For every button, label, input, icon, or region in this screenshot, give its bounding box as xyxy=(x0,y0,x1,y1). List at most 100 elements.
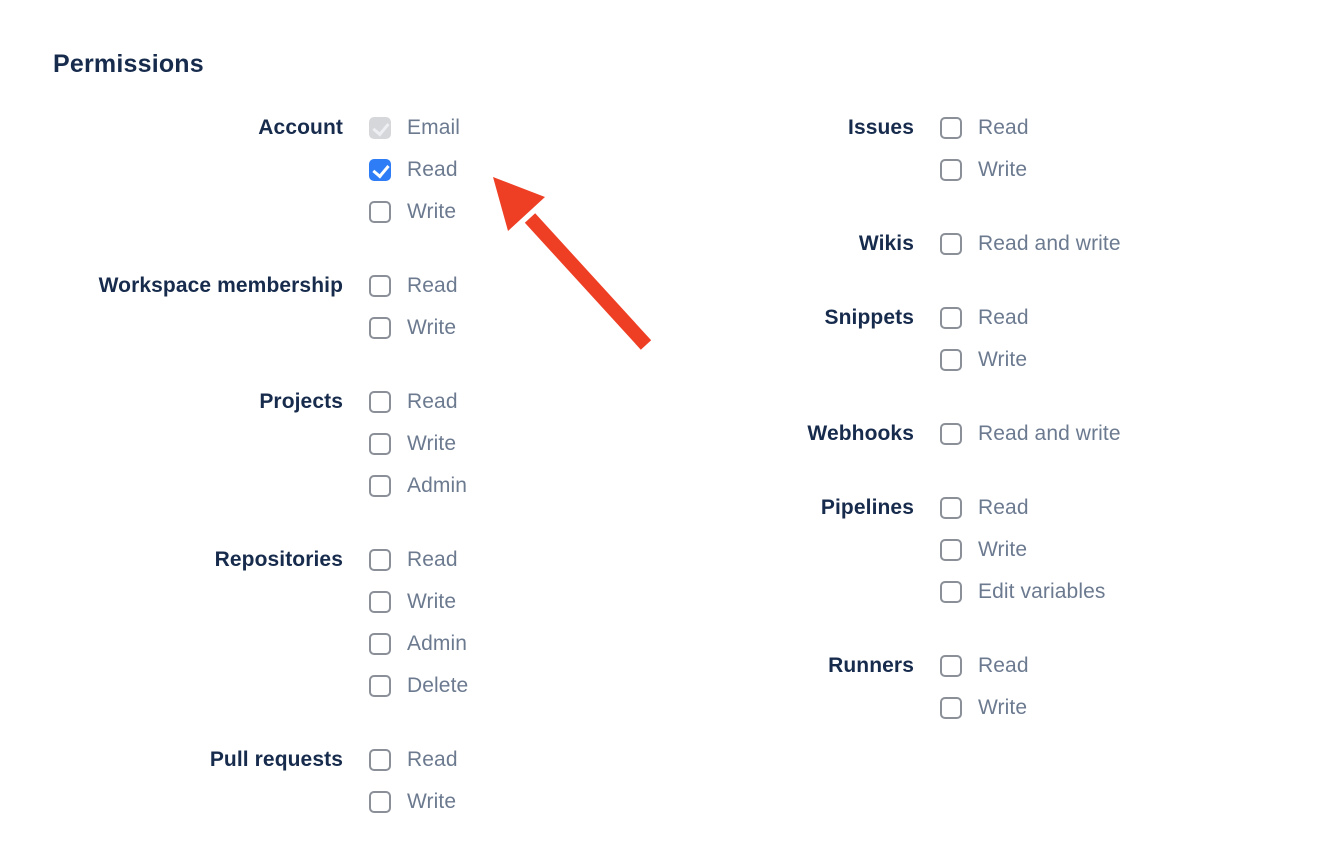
checkbox-label-pipelines-edit-variables: Edit variables xyxy=(978,580,1106,603)
perm-group-label-pipelines: Pipelines xyxy=(820,496,914,519)
perm-row-wikis-read-and-write[interactable]: Read and write xyxy=(940,223,1121,265)
checkbox-issues-write[interactable] xyxy=(940,159,962,181)
perm-group-label-projects: Projects xyxy=(259,390,343,413)
checkbox-pipelines-write[interactable] xyxy=(940,539,962,561)
perm-row-workspace-membership-write[interactable]: Write xyxy=(369,307,458,349)
checkbox-label-runners-write: Write xyxy=(978,696,1028,719)
checkbox-pipelines-read[interactable] xyxy=(940,497,962,519)
checkbox-account-read[interactable] xyxy=(369,159,391,181)
perm-row-pipelines-edit-variables[interactable]: Edit variables xyxy=(940,571,1105,613)
page-title: Permissions xyxy=(53,50,204,78)
checkbox-workspace-membership-read[interactable] xyxy=(369,275,391,297)
perm-row-repositories-read[interactable]: Read xyxy=(369,539,468,581)
perm-group-label-webhooks: Webhooks xyxy=(807,422,914,445)
perm-group-wikis: Wikis Read and write xyxy=(624,223,1121,265)
checkbox-label-webhooks-read-and-write: Read and write xyxy=(978,422,1121,445)
checkbox-label-workspace-membership-read: Read xyxy=(407,274,458,297)
perm-row-workspace-membership-read[interactable]: Read xyxy=(369,265,458,307)
perm-group-label-account: Account xyxy=(258,116,343,139)
perm-row-projects-admin[interactable]: Admin xyxy=(369,465,467,507)
checkbox-pipelines-edit-variables[interactable] xyxy=(940,581,962,603)
perm-row-repositories-admin[interactable]: Admin xyxy=(369,623,468,665)
perm-row-pull-requests-write[interactable]: Write xyxy=(369,781,458,823)
checkbox-label-snippets-read: Read xyxy=(978,306,1029,329)
perm-row-issues-write[interactable]: Write xyxy=(940,149,1029,191)
perm-row-runners-read[interactable]: Read xyxy=(940,645,1029,687)
perm-row-projects-read[interactable]: Read xyxy=(369,381,467,423)
checkbox-issues-read[interactable] xyxy=(940,117,962,139)
checkbox-label-issues-write: Write xyxy=(978,158,1028,181)
checkbox-repositories-delete[interactable] xyxy=(369,675,391,697)
perm-row-repositories-write[interactable]: Write xyxy=(369,581,468,623)
perm-row-issues-read[interactable]: Read xyxy=(940,107,1029,149)
perm-group-label-pull-requests: Pull requests xyxy=(209,748,343,771)
checkbox-label-repositories-admin: Admin xyxy=(407,632,468,655)
checkbox-projects-write[interactable] xyxy=(369,433,391,455)
checkbox-account-email xyxy=(369,117,391,139)
checkbox-label-runners-read: Read xyxy=(978,654,1029,677)
checkbox-wikis-read-and-write[interactable] xyxy=(940,233,962,255)
perm-row-webhooks-read-and-write[interactable]: Read and write xyxy=(940,413,1121,455)
perm-row-account-write[interactable]: Write xyxy=(369,191,460,233)
checkbox-label-wikis-read-and-write: Read and write xyxy=(978,232,1121,255)
checkbox-label-pipelines-write: Write xyxy=(978,538,1028,561)
checkbox-workspace-membership-write[interactable] xyxy=(369,317,391,339)
perm-row-projects-write[interactable]: Write xyxy=(369,423,467,465)
checkbox-snippets-write[interactable] xyxy=(940,349,962,371)
checkbox-snippets-read[interactable] xyxy=(940,307,962,329)
perm-row-repositories-delete[interactable]: Delete xyxy=(369,665,468,707)
checkbox-webhooks-read-and-write[interactable] xyxy=(940,423,962,445)
perm-options-wikis: Read and write xyxy=(940,223,1121,265)
checkbox-runners-read[interactable] xyxy=(940,655,962,677)
perm-row-pull-requests-read[interactable]: Read xyxy=(369,739,458,781)
checkbox-runners-write[interactable] xyxy=(940,697,962,719)
perm-row-account-email[interactable]: Email xyxy=(369,107,460,149)
perm-group-webhooks: Webhooks Read and write xyxy=(624,413,1121,455)
checkbox-repositories-write[interactable] xyxy=(369,591,391,613)
checkbox-label-workspace-membership-write: Write xyxy=(407,316,457,339)
perm-row-account-read[interactable]: Read xyxy=(369,149,460,191)
checkbox-label-account-write: Write xyxy=(407,200,457,223)
checkbox-label-repositories-write: Write xyxy=(407,590,457,613)
perm-row-snippets-read[interactable]: Read xyxy=(940,297,1029,339)
perm-row-runners-write[interactable]: Write xyxy=(940,687,1029,729)
checkbox-pull-requests-write[interactable] xyxy=(369,791,391,813)
perm-group-label-workspace-membership: Workspace membership xyxy=(98,274,343,297)
perm-group-label-repositories: Repositories xyxy=(214,548,343,571)
perm-row-pipelines-write[interactable]: Write xyxy=(940,529,1105,571)
perm-group-label-wikis: Wikis xyxy=(858,232,914,255)
checkbox-account-write[interactable] xyxy=(369,201,391,223)
checkbox-label-snippets-write: Write xyxy=(978,348,1028,371)
checkbox-projects-admin[interactable] xyxy=(369,475,391,497)
checkbox-repositories-read[interactable] xyxy=(369,549,391,571)
checkbox-projects-read[interactable] xyxy=(369,391,391,413)
checkbox-label-account-read: Read xyxy=(407,158,458,181)
checkbox-label-account-email: Email xyxy=(407,116,461,139)
checkbox-pull-requests-read[interactable] xyxy=(369,749,391,771)
perm-row-pipelines-read[interactable]: Read xyxy=(940,487,1105,529)
checkbox-label-pull-requests-write: Write xyxy=(407,790,457,813)
perm-row-snippets-write[interactable]: Write xyxy=(940,339,1029,381)
checkbox-label-pipelines-read: Read xyxy=(978,496,1029,519)
perm-group-label-snippets: Snippets xyxy=(824,306,914,329)
checkbox-repositories-admin[interactable] xyxy=(369,633,391,655)
checkbox-label-repositories-read: Read xyxy=(407,548,458,571)
perm-group-label-runners: Runners xyxy=(828,654,914,677)
